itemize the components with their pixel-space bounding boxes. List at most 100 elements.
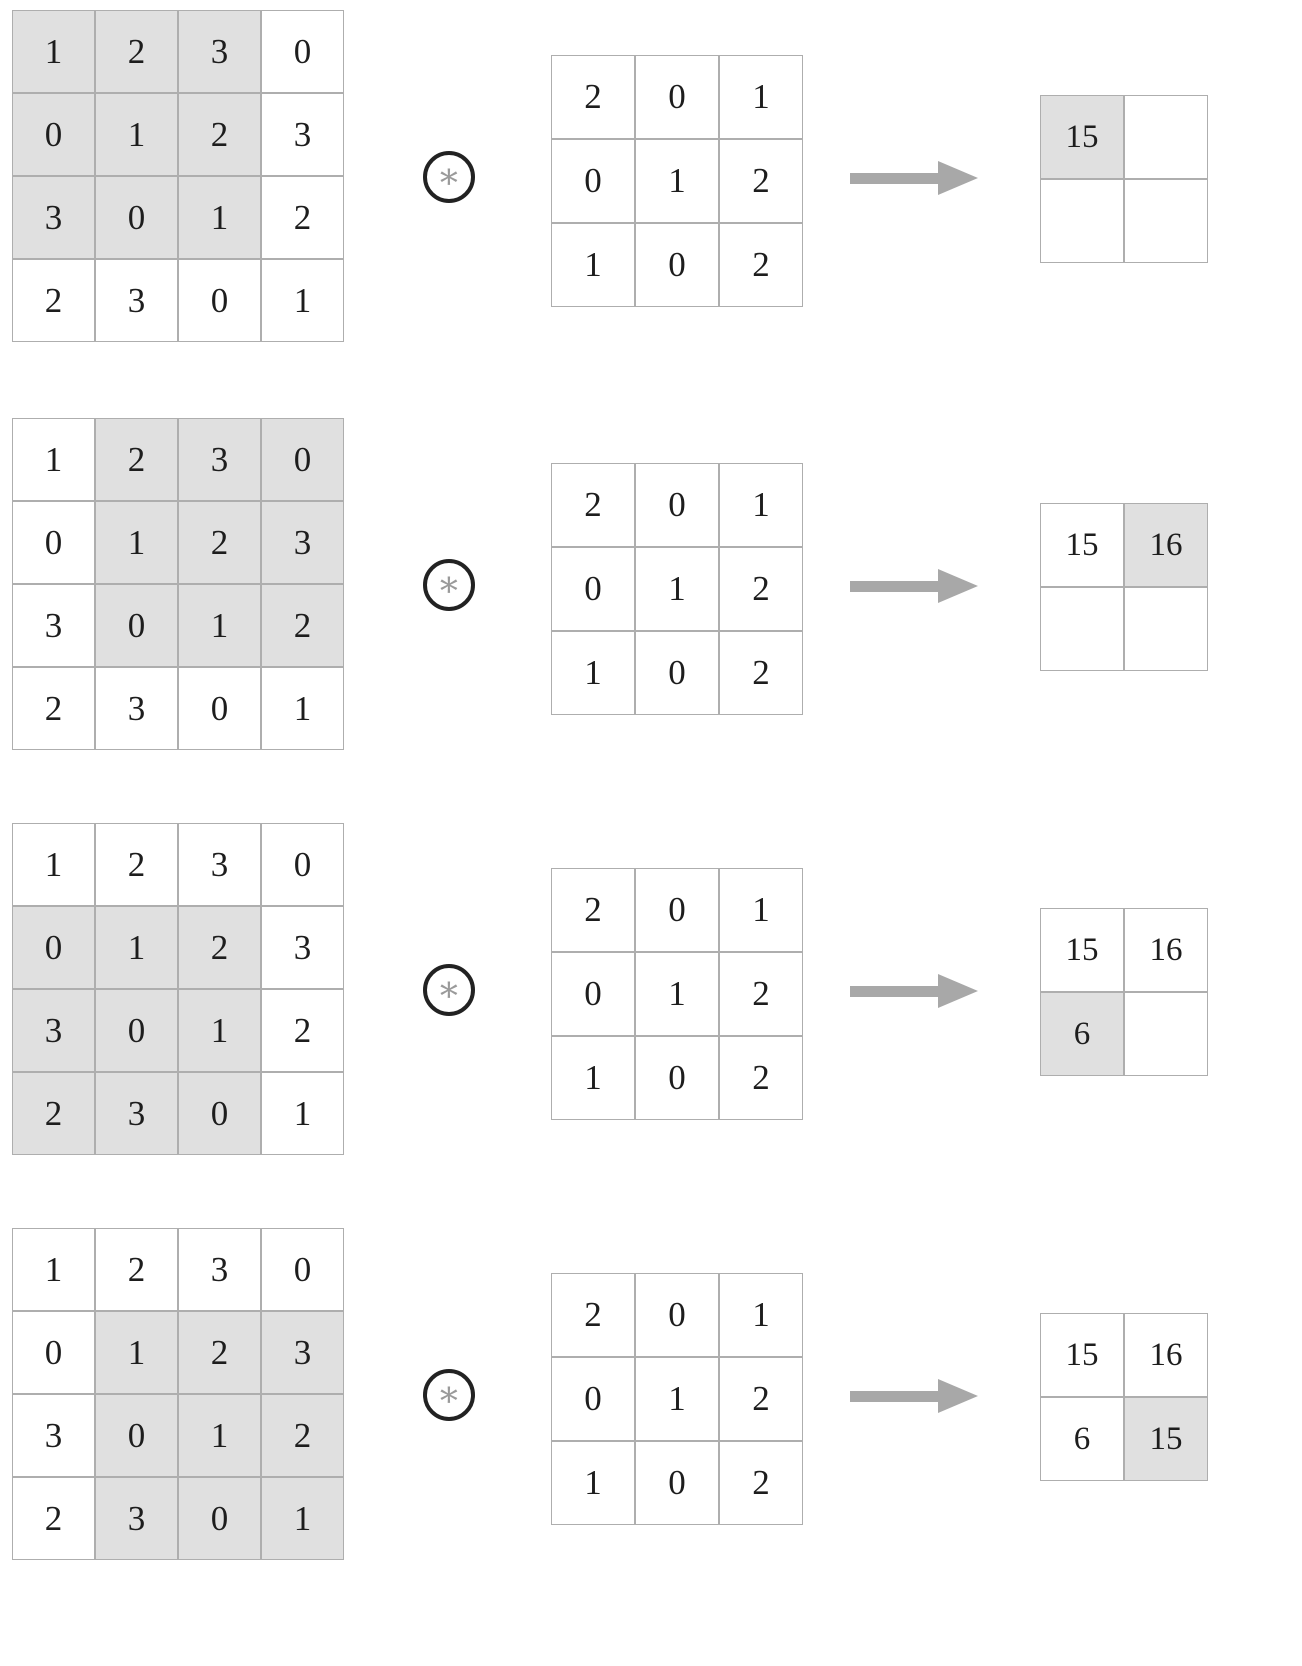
matrix-cell: 2: [95, 10, 178, 93]
output-matrix: 15: [1040, 95, 1208, 263]
result-arrow-icon: [850, 974, 978, 1008]
matrix-cell: 6: [1040, 1397, 1124, 1481]
matrix-cell: 0: [178, 1072, 261, 1155]
matrix-cell: 2: [178, 93, 261, 176]
matrix-cell: [1124, 95, 1208, 179]
matrix-cell: 0: [12, 93, 95, 176]
convolution-operator-icon: ∗: [423, 151, 475, 203]
matrix-cell: 0: [95, 584, 178, 667]
matrix-cell: 2: [178, 906, 261, 989]
matrix-cell: 1: [12, 1228, 95, 1311]
matrix-cell: 2: [551, 463, 635, 547]
matrix-cell: 0: [178, 667, 261, 750]
matrix-cell: 2: [178, 1311, 261, 1394]
arrow-shaft: [850, 986, 942, 997]
matrix-cell: 1: [12, 418, 95, 501]
matrix-cell: 0: [95, 989, 178, 1072]
result-arrow-icon: [850, 1379, 978, 1413]
arrow-head: [938, 161, 978, 195]
matrix-cell: 1: [551, 1036, 635, 1120]
asterisk-icon: ∗: [436, 564, 462, 604]
matrix-cell: 1: [635, 547, 719, 631]
matrix-cell: 2: [12, 259, 95, 342]
matrix-cell: 2: [551, 868, 635, 952]
arrow-head: [938, 974, 978, 1008]
matrix-cell: 1: [551, 223, 635, 307]
matrix-cell: 2: [719, 1441, 803, 1525]
matrix-cell: [1040, 587, 1124, 671]
matrix-cell: 2: [95, 1228, 178, 1311]
matrix-cell: 2: [719, 631, 803, 715]
matrix-cell: 1: [719, 868, 803, 952]
matrix-cell: 3: [12, 989, 95, 1072]
matrix-cell: 3: [12, 1394, 95, 1477]
matrix-cell: 0: [178, 1477, 261, 1560]
matrix-cell: 3: [178, 418, 261, 501]
matrix-cell: 0: [551, 139, 635, 223]
matrix-cell: 15: [1040, 908, 1124, 992]
matrix-cell: 2: [261, 989, 344, 1072]
matrix-cell: 1: [719, 463, 803, 547]
matrix-cell: 0: [551, 547, 635, 631]
matrix-cell: 0: [261, 10, 344, 93]
matrix-cell: 0: [95, 1394, 178, 1477]
matrix-cell: 0: [12, 501, 95, 584]
matrix-cell: 1: [95, 93, 178, 176]
convolution-operator-icon: ∗: [423, 964, 475, 1016]
matrix-cell: 3: [12, 176, 95, 259]
matrix-cell: 1: [178, 584, 261, 667]
matrix-cell: 3: [95, 1072, 178, 1155]
matrix-cell: 0: [635, 1036, 719, 1120]
matrix-cell: 0: [635, 1441, 719, 1525]
matrix-cell: 1: [178, 176, 261, 259]
matrix-cell: 1: [95, 1311, 178, 1394]
matrix-cell: 1: [551, 631, 635, 715]
matrix-cell: 1: [178, 1394, 261, 1477]
matrix-cell: 1: [261, 1477, 344, 1560]
matrix-cell: 0: [635, 631, 719, 715]
matrix-cell: 2: [261, 1394, 344, 1477]
matrix-cell: 2: [719, 547, 803, 631]
matrix-cell: 2: [261, 584, 344, 667]
matrix-cell: 2: [551, 55, 635, 139]
matrix-cell: [1124, 992, 1208, 1076]
matrix-cell: 15: [1040, 95, 1124, 179]
matrix-cell: 3: [178, 1228, 261, 1311]
matrix-cell: 6: [1040, 992, 1124, 1076]
matrix-cell: 16: [1124, 503, 1208, 587]
matrix-cell: 0: [12, 1311, 95, 1394]
matrix-cell: 0: [635, 463, 719, 547]
matrix-cell: [1124, 179, 1208, 263]
matrix-cell: 15: [1124, 1397, 1208, 1481]
matrix-cell: 1: [261, 1072, 344, 1155]
result-arrow-icon: [850, 161, 978, 195]
arrow-shaft: [850, 173, 942, 184]
arrow-shaft: [850, 581, 942, 592]
matrix-cell: 2: [12, 667, 95, 750]
matrix-cell: 0: [178, 259, 261, 342]
matrix-cell: 2: [178, 501, 261, 584]
matrix-cell: 0: [261, 1228, 344, 1311]
matrix-cell: 2: [551, 1273, 635, 1357]
matrix-cell: 0: [635, 1273, 719, 1357]
matrix-cell: 1: [635, 952, 719, 1036]
result-arrow-icon: [850, 569, 978, 603]
arrow-shaft: [850, 1391, 942, 1402]
matrix-cell: 0: [551, 952, 635, 1036]
matrix-cell: 1: [178, 989, 261, 1072]
matrix-cell: 1: [261, 667, 344, 750]
